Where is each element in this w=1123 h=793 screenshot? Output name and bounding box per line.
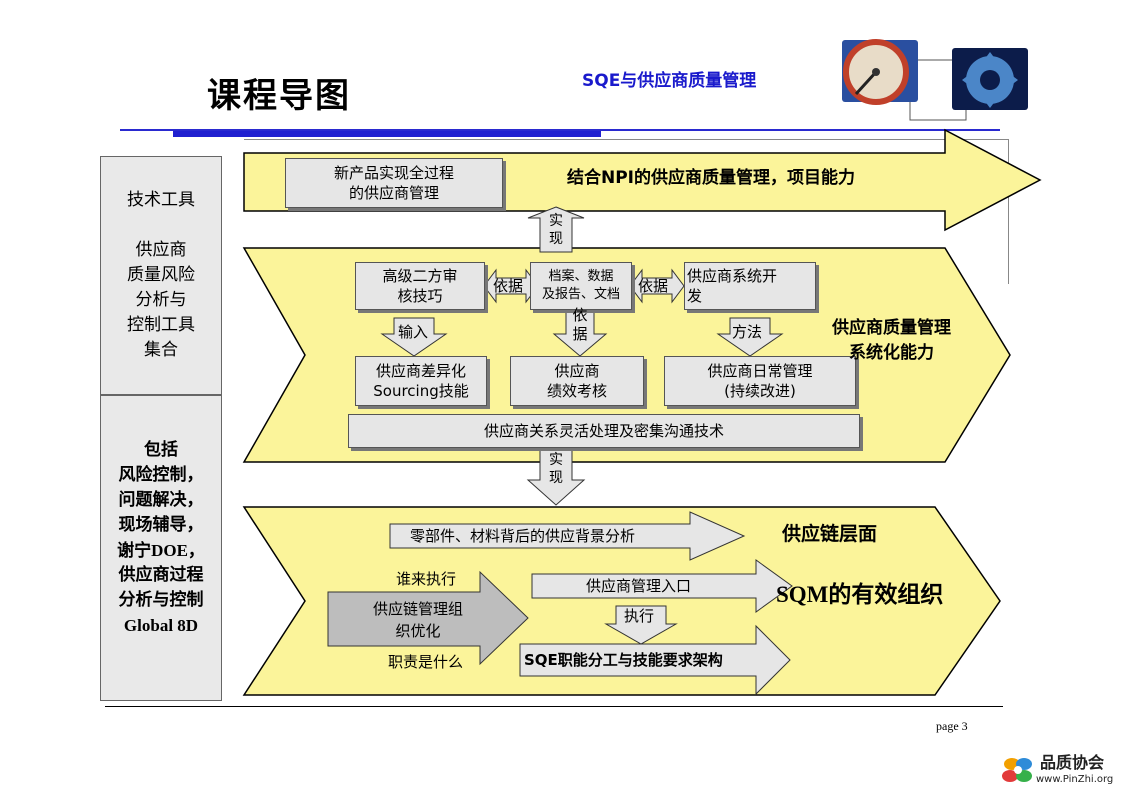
box-sourcing-text: 供应商差异化 Sourcing技能 (373, 362, 469, 400)
arrow-down-label: 实 现 (549, 452, 563, 486)
box-performance: 供应商 绩效考核 (510, 356, 644, 406)
band-supplychain-label: 供应链层面 (782, 523, 878, 545)
arrow-down-basis (552, 305, 608, 357)
arrow-method-label: 方法 (732, 323, 763, 341)
header-illustration (842, 39, 1028, 121)
left-bottom-line: 风险控制， (118, 465, 204, 485)
frame-line-top (244, 139, 1009, 140)
left-bottom-line: 问题解决， (118, 490, 204, 510)
logo-url: www.PinZhi.org (1036, 774, 1114, 785)
left-column-bottom: 包括 风险控制， 问题解决， 现场辅导， 谢宁DOE， 供应商过程 分析与控制 … (100, 395, 222, 701)
left-bottom-line: 供应商过程 (118, 565, 204, 585)
arrow-execute-label: 执行 (624, 607, 655, 625)
left-bottom-line: 分析与控制 (118, 590, 204, 610)
arrow-sqe-framework (519, 624, 791, 696)
header-rule (120, 129, 1000, 131)
label-duty: 职责是什么 (388, 653, 464, 671)
page-title: 课程导图 (207, 76, 351, 116)
box-perf-text: 供应商 绩效考核 (546, 362, 607, 400)
footer-rule (105, 706, 1003, 707)
gauge-icon (842, 39, 918, 105)
arrow-entry (531, 559, 793, 613)
page-number: page 3 (936, 719, 968, 733)
left-top-line: 供应商 (135, 240, 187, 260)
header-accent-bar (173, 131, 601, 137)
frame-line-right (1008, 139, 1009, 284)
left-bottom-line: 现场辅导， (118, 515, 204, 535)
box-sourcing: 供应商差异化 Sourcing技能 (355, 356, 487, 406)
tag-basis-right: 依据 (638, 277, 669, 295)
arrow-background-text: 零部件、材料背后的供应背景分析 (410, 527, 636, 545)
arrow-execute (604, 605, 678, 645)
logo-name: 品质协会 (1040, 753, 1105, 772)
box-docs: 档案、数据 及报告、文档 (530, 262, 632, 310)
arrow-entry-text: 供应商管理入口 (586, 577, 692, 595)
band-npi-label: 结合NPI的供应商质量管理，项目能力 (567, 168, 856, 188)
arrow-org-optimization (327, 570, 529, 666)
left-bottom-line: 谢宁DOE， (117, 541, 205, 560)
arrow-input-label: 输入 (398, 323, 429, 341)
left-top-line: 技术工具 (127, 190, 195, 210)
arrow-up-label: 实 现 (549, 213, 563, 247)
box-relations-text: 供应商关系灵活处理及密集沟通技术 (483, 422, 724, 440)
gear-icon (952, 48, 1028, 110)
arrow-basis-label: 依 据 (572, 306, 588, 343)
box-supplier-dev: 供应商系统开 发 (684, 262, 816, 310)
left-top-line: 分析与 (135, 290, 187, 310)
box-relations: 供应商关系灵活处理及密集沟通技术 (348, 414, 860, 448)
left-bottom-line: 包括 (144, 440, 178, 460)
arrow-background-analysis (389, 511, 746, 561)
band-supplychain-chevron (242, 506, 1001, 696)
box-docs-text: 档案、数据 及报告、文档 (541, 269, 620, 302)
box-audit-skills: 高级二方审 核技巧 (355, 262, 485, 310)
arrow-sqe-text: SQE职能分工与技能要求架构 (524, 651, 723, 669)
box-dev-text: 供应商系统开 发 (687, 267, 778, 305)
left-top-line: 集合 (144, 340, 178, 360)
left-top-line: 质量风险 (127, 265, 195, 285)
arrow-down-method (716, 317, 784, 357)
label-who-executes: 谁来执行 (396, 570, 457, 588)
arrow-up-realize (527, 206, 585, 253)
org-optimization-text: 供应链管理组 织优化 (372, 600, 463, 640)
box-daily-text: 供应商日常管理 (持续改进) (707, 362, 813, 400)
arrow-down-input (380, 317, 448, 357)
box-audit-text: 高级二方审 核技巧 (382, 267, 458, 305)
box-npi-supplier: 新产品实现全过程 的供应商管理 (285, 158, 503, 208)
arrow-down-realize (526, 447, 586, 506)
logo-flower-icon (1002, 758, 1032, 782)
box-npi-text: 新产品实现全过程 的供应商管理 (333, 164, 454, 202)
sqm-label: SQM的有效组织 (776, 582, 944, 607)
course-subtitle: SQE与供应商质量管理 (582, 71, 757, 91)
band-system-label: 供应商质量管理 系统化能力 (832, 318, 951, 363)
left-top-line: 控制工具 (127, 315, 195, 335)
box-daily-management: 供应商日常管理 (持续改进) (664, 356, 856, 406)
left-bottom-line: Global 8D (123, 616, 199, 635)
left-column-top: 技术工具 供应商 质量风险 分析与 控制工具 集合 (100, 156, 222, 395)
tag-basis-left: 依据 (493, 277, 524, 295)
